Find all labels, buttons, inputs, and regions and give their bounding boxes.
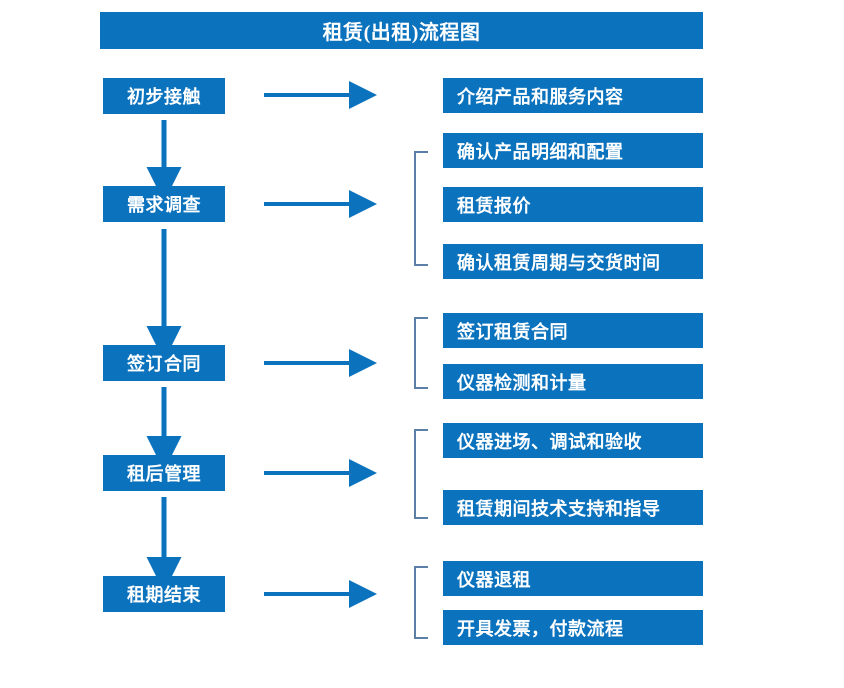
group-bracket-1 xyxy=(414,151,428,266)
stage-box-2[interactable]: 需求调查 xyxy=(103,186,225,222)
group-bracket-2 xyxy=(414,317,428,389)
flowchart-title: 租赁(出租)流程图 xyxy=(100,12,703,49)
detail-box-2[interactable]: 确认产品明细和配置 xyxy=(443,133,703,168)
stage-box-5[interactable]: 租期结束 xyxy=(103,576,225,612)
stage-box-1[interactable]: 初步接触 xyxy=(103,78,225,114)
detail-box-8[interactable]: 租赁期间技术支持和指导 xyxy=(443,490,703,525)
stage-box-4[interactable]: 租后管理 xyxy=(103,455,225,491)
detail-box-7[interactable]: 仪器进场、调试和验收 xyxy=(443,423,703,458)
group-bracket-3 xyxy=(414,429,428,519)
stage-box-3[interactable]: 签订合同 xyxy=(103,345,225,381)
group-bracket-4 xyxy=(414,566,428,639)
detail-box-9[interactable]: 仪器退租 xyxy=(443,561,703,596)
detail-box-4[interactable]: 确认租赁周期与交货时间 xyxy=(443,244,703,279)
detail-box-6[interactable]: 仪器检测和计量 xyxy=(443,364,703,399)
detail-box-1[interactable]: 介绍产品和服务内容 xyxy=(443,78,703,113)
detail-box-3[interactable]: 租赁报价 xyxy=(443,187,703,222)
detail-box-5[interactable]: 签订租赁合同 xyxy=(443,313,703,348)
detail-box-10[interactable]: 开具发票，付款流程 xyxy=(443,610,703,645)
